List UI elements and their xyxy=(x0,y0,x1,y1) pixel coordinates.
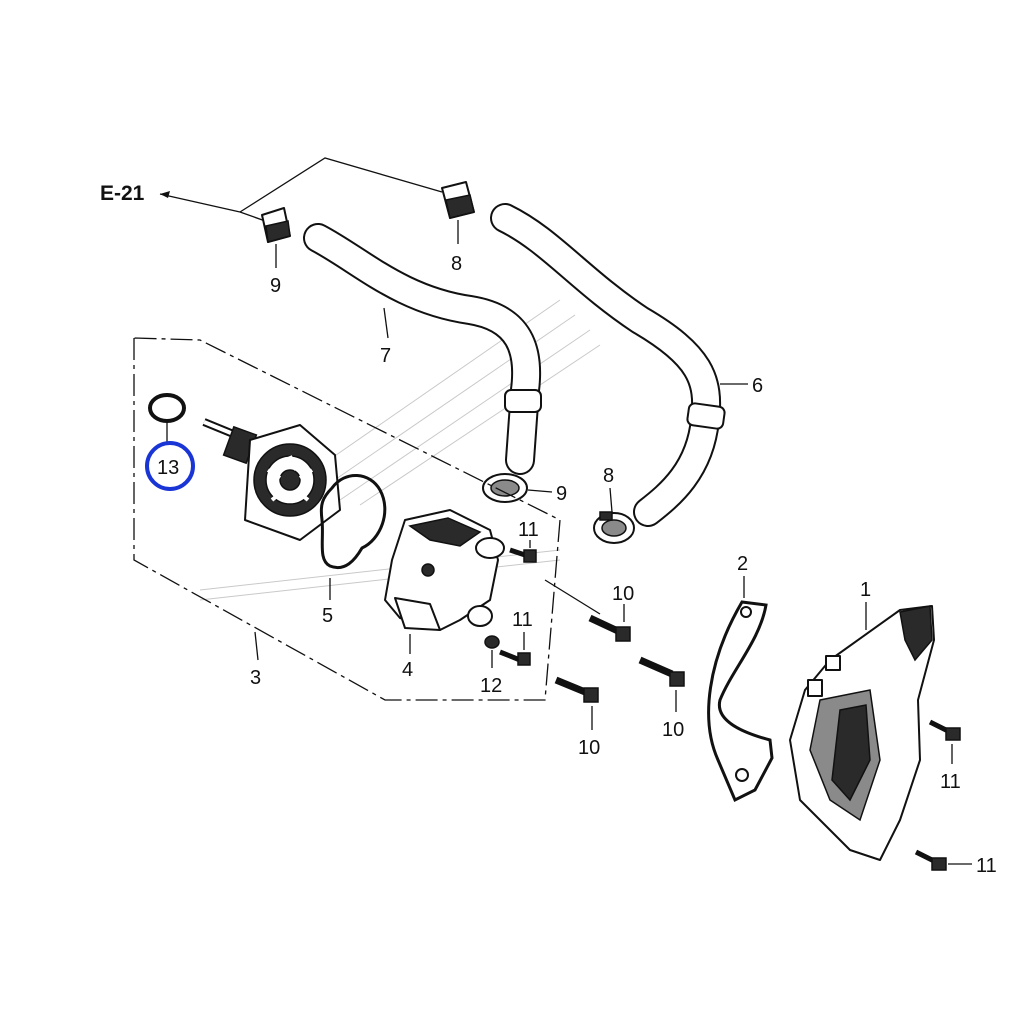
washer-12 xyxy=(484,635,500,649)
callout-2: 2 xyxy=(737,553,748,575)
o-ring-13 xyxy=(148,393,186,423)
gasket-5 xyxy=(319,474,387,569)
callout-4: 4 xyxy=(402,659,413,681)
callout-11-upper: 11 xyxy=(518,519,539,541)
callout-6: 6 xyxy=(752,375,763,397)
callout-11-right-upper: 11 xyxy=(940,771,961,793)
hose-7 xyxy=(303,223,542,475)
callout-10-upper: 10 xyxy=(612,583,634,605)
hose-clamp-middle xyxy=(482,473,528,503)
callout-11-right-lower: 11 xyxy=(976,855,997,877)
bolt-11-right-lower xyxy=(914,849,947,871)
bolt-11-right-upper xyxy=(928,719,961,741)
callout-3: 3 xyxy=(250,667,261,689)
pump-impeller-assembly xyxy=(202,418,341,541)
bolt-10-upper xyxy=(588,614,631,642)
bolt-10-lower xyxy=(554,676,599,703)
bolt-11-lower xyxy=(499,649,531,666)
bolt-10-middle xyxy=(638,656,685,687)
hose-clamp-top xyxy=(261,207,291,243)
callout-5: 5 xyxy=(322,605,333,627)
pump-outer-cover-1 xyxy=(789,605,935,861)
highlight-circle xyxy=(145,441,195,491)
callout-7: 7 xyxy=(380,345,391,367)
pump-cover-4 xyxy=(384,509,505,631)
callout-11-lower: 11 xyxy=(512,609,533,631)
bolt-11-upper xyxy=(509,547,537,563)
callout-10-middle: 10 xyxy=(662,719,684,741)
gasket-2 xyxy=(707,600,774,803)
callout-13: 13 xyxy=(157,457,179,479)
callout-8-top: 8 xyxy=(451,253,462,275)
hose-clamp-middle-right xyxy=(593,511,635,544)
callout-1: 1 xyxy=(860,579,871,601)
hose-6 xyxy=(490,203,726,527)
callout-10-lower: 10 xyxy=(578,737,600,759)
reference-label: E-21 xyxy=(100,182,145,205)
callout-8-middle: 8 xyxy=(603,465,614,487)
assembly-3-boundary xyxy=(133,337,561,701)
callout-9-top: 9 xyxy=(270,275,281,297)
hose-clamp-top-right xyxy=(441,181,475,219)
reference-arrow xyxy=(159,157,443,223)
callout-12: 12 xyxy=(480,675,502,697)
callout-9-middle: 9 xyxy=(556,483,567,505)
